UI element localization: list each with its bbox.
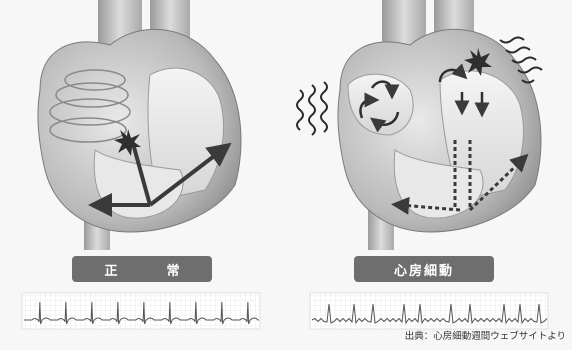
af-heart xyxy=(296,0,543,250)
label-normal: 正 常 xyxy=(72,256,212,282)
ecg-strip-af xyxy=(309,292,549,330)
ecg-trace-normal xyxy=(24,301,260,325)
atrium-swirl xyxy=(49,69,131,143)
spark-burst-icon xyxy=(114,129,141,156)
wavy-lines-icon xyxy=(499,36,543,84)
label-af: 心房細動 xyxy=(354,256,494,282)
ecg-trace-af xyxy=(311,303,548,325)
normal-heart xyxy=(37,0,242,250)
dashed-conduction xyxy=(391,140,529,215)
wavy-lines-icon xyxy=(296,81,328,136)
ecg-strip-normal xyxy=(21,292,261,330)
circular-arrows-icon xyxy=(438,63,490,118)
circular-arrows-icon xyxy=(359,80,400,133)
spark-burst-icon xyxy=(464,48,492,76)
credit-text: 出典：心房細動週間ウェブサイトより xyxy=(404,331,566,342)
conduction-right-branch xyxy=(148,142,232,207)
conduction-bundle xyxy=(130,139,152,206)
